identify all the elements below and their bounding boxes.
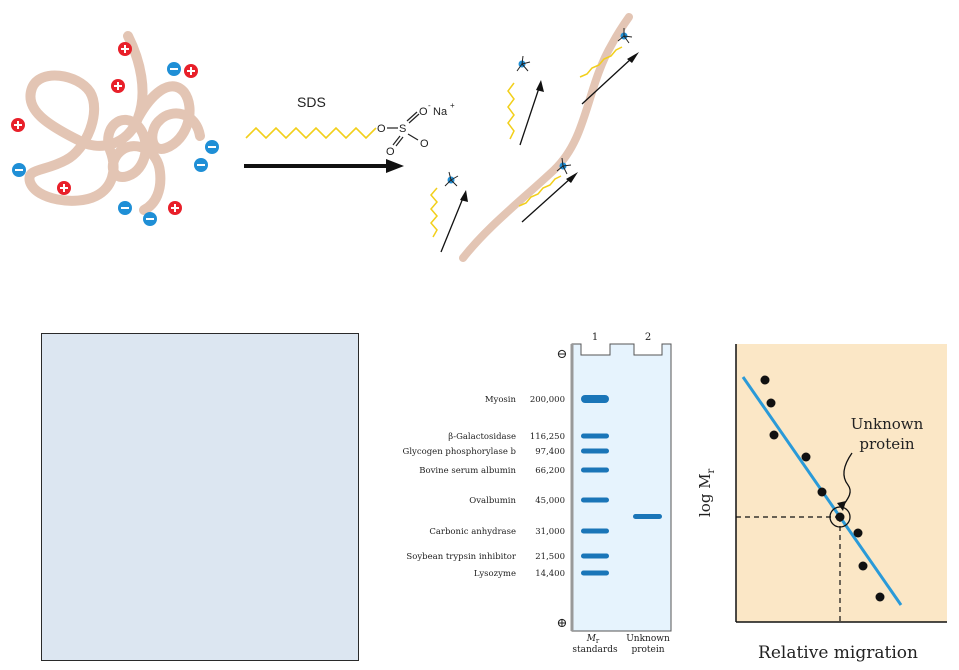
folded-protein-chain xyxy=(24,31,205,215)
unknown-protein-band xyxy=(633,514,662,519)
data-point xyxy=(875,592,885,602)
standard-band xyxy=(581,395,609,403)
standard-mr-label: 21,500 xyxy=(535,552,565,562)
lane-2-number: 2 xyxy=(645,332,651,343)
standard-band xyxy=(581,528,609,534)
data-point xyxy=(853,528,863,538)
positive-charge-icon xyxy=(57,181,71,195)
positive-charge-icon xyxy=(168,201,182,215)
blank-panel xyxy=(41,333,359,661)
svg-text:log Mr: log Mr xyxy=(696,468,717,517)
log-mr-vs-migration-plot: log Mr Relative migration Unknown protei… xyxy=(696,344,947,663)
negative-charge-icon xyxy=(167,62,181,76)
sds-minus-sign: - xyxy=(428,101,431,110)
lane-2-caption-protein: protein xyxy=(631,645,664,655)
sds-sulfur: S xyxy=(399,123,406,135)
bound-sds-molecule xyxy=(579,28,639,105)
sds-oxygen-bottom: O xyxy=(386,146,395,158)
negative-electrode-icon: ⊖ xyxy=(557,347,568,362)
sds-label: SDS xyxy=(297,94,326,110)
annotation-protein: protein xyxy=(859,435,915,453)
sds-oxygen-right: O xyxy=(420,138,429,150)
positive-electrode-icon: ⊕ xyxy=(557,616,568,631)
standard-name-label: Soybean trypsin inhibitor xyxy=(406,552,517,562)
gel-slab xyxy=(571,343,672,632)
positive-charge-icon xyxy=(111,79,125,93)
standard-name-label: Lysozyme xyxy=(474,569,516,579)
data-point xyxy=(769,430,779,440)
standard-mr-label: 14,400 xyxy=(535,569,565,579)
data-point xyxy=(760,375,770,385)
standard-mr-label: 200,000 xyxy=(530,395,565,405)
standard-mr-label: 31,000 xyxy=(535,527,565,537)
standard-band xyxy=(581,448,609,454)
negative-charges xyxy=(12,62,219,226)
standard-name-label: β-Galactosidase xyxy=(448,432,516,442)
data-point xyxy=(858,561,868,571)
sds-plus-sign: + xyxy=(450,101,455,110)
plot-xlabel: Relative migration xyxy=(758,643,918,663)
negative-charge-icon xyxy=(12,163,26,177)
unfolded-protein-chain xyxy=(459,13,633,262)
positive-charge-icon xyxy=(184,64,198,78)
standard-band xyxy=(581,553,609,559)
sds-oxygen-top: O xyxy=(419,106,428,118)
negative-charge-icon xyxy=(205,140,219,154)
annotation-unknown: Unknown xyxy=(851,415,924,433)
sds-hydrocarbon-tail xyxy=(245,126,377,140)
standard-mr-label: 116,250 xyxy=(530,432,565,442)
data-point xyxy=(766,398,776,408)
reaction-arrow xyxy=(244,159,404,173)
negative-charge-icon xyxy=(194,158,208,172)
negative-charge-icon xyxy=(118,201,132,215)
standard-name-label: Ovalbumin xyxy=(469,496,516,506)
positive-charge-icon xyxy=(118,42,132,56)
bound-sds-molecule xyxy=(507,55,544,146)
sds-page-gel: 1 2 ⊖ ⊕ Myosin 200,000 β-Galactosidase 116,… xyxy=(403,332,672,655)
plot-area xyxy=(736,344,947,622)
plot-ylabel: log Mr xyxy=(696,468,717,517)
standard-mr-label: 45,000 xyxy=(535,496,565,506)
standard-name-label: Carbonic anhydrase xyxy=(429,527,516,537)
sds-sodium: Na xyxy=(433,106,448,118)
bound-sds-molecule xyxy=(430,171,468,253)
standard-mr-label: 97,400 xyxy=(535,447,565,457)
standard-band xyxy=(581,467,609,473)
data-point xyxy=(817,487,827,497)
lane-1-number: 1 xyxy=(592,332,598,343)
bound-sds-molecule xyxy=(518,157,578,223)
unknown-protein-marker xyxy=(736,452,853,622)
lane-2-caption-unknown: Unknown xyxy=(626,634,670,644)
negative-charge-icon xyxy=(143,212,157,226)
sds-oxygen-ester: O xyxy=(377,123,386,135)
standard-data-points xyxy=(760,375,885,602)
data-point xyxy=(801,452,811,462)
sds-denaturation-schematic: SDS O S O - Na + O O xyxy=(11,13,639,262)
standard-name-label: Myosin xyxy=(485,395,517,405)
lane-1-caption-standards: standards xyxy=(572,645,618,655)
standard-mr-label: 66,200 xyxy=(535,466,565,476)
positive-charge-icon xyxy=(11,118,25,132)
standard-name-label: Glycogen phosphorylase b xyxy=(403,447,517,457)
standard-band xyxy=(581,433,609,439)
standard-band xyxy=(581,570,609,576)
positive-charges xyxy=(11,42,198,215)
standard-name-label: Bovine serum albumin xyxy=(419,466,516,476)
standard-band xyxy=(581,497,609,503)
standard-labels-and-bands: Myosin 200,000 β-Galactosidase 116,250Glyco… xyxy=(403,395,609,579)
lane-1-caption-mr: Mr xyxy=(586,634,600,645)
